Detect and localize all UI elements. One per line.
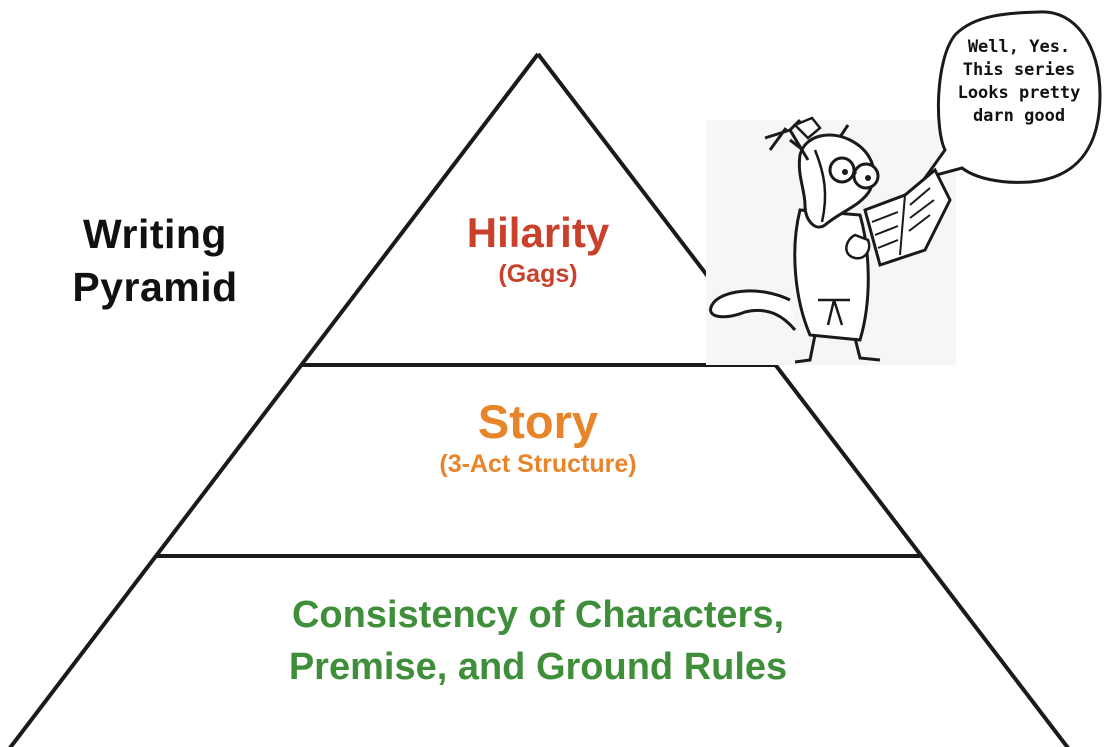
skunk-body bbox=[793, 208, 870, 342]
skunk-tail bbox=[709, 289, 797, 331]
tier-middle-label: Story bbox=[477, 395, 599, 448]
tier-middle-sublabel: (3-Act Structure) bbox=[439, 450, 637, 478]
diagram-title-line-2: Pyramid bbox=[72, 264, 238, 310]
skunk-legs bbox=[794, 334, 881, 364]
speech-bubble-line: Well, Yes. bbox=[967, 37, 1071, 57]
diagram-title-line-1: Writing bbox=[83, 211, 227, 257]
speech-bubble-line: This series bbox=[962, 60, 1076, 80]
tier-base-label-line-1: Consistency of Characters, bbox=[291, 594, 785, 636]
speech-bubble-line: darn good bbox=[972, 106, 1066, 126]
tier-top-label: Hilarity bbox=[466, 209, 610, 256]
tier-top-sublabel: (Gags) bbox=[498, 260, 578, 288]
pyramid-right-edge bbox=[536, 52, 1070, 747]
speech-bubble-text: Well, Yes. This series Looks pretty darn… bbox=[950, 36, 1088, 128]
tier-base-label-line-2: Premise, and Ground Rules bbox=[288, 646, 788, 688]
skunk-reading-book-icon bbox=[706, 10, 1102, 365]
speech-bubble-line: Looks pretty bbox=[957, 83, 1081, 103]
pyramid-left-edge bbox=[8, 52, 540, 747]
speech-bubble bbox=[921, 10, 1102, 184]
